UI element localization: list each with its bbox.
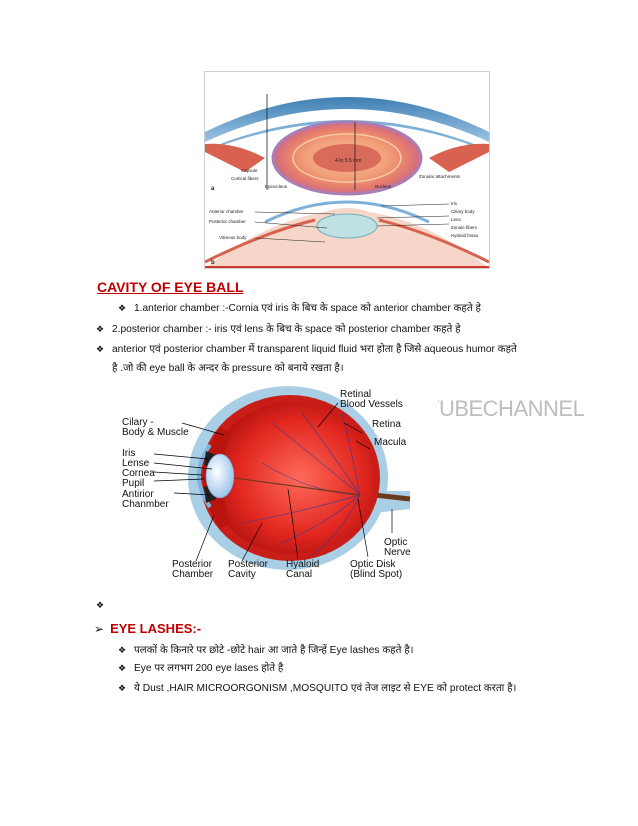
capsule-label: Capsule <box>241 168 258 173</box>
diamond-bullet-icon: ❖ <box>96 344 105 354</box>
empty-bullet: ❖ <box>96 598 112 613</box>
posterior-chamber-label: Posterior chamber <box>209 219 246 224</box>
retinal-label-2: Blood Vessels <box>340 399 403 410</box>
optic-nerve-label-1: Optic <box>384 537 407 548</box>
lashes-bullet-2-text: Eye पर लगभग 200 eye lases होते है <box>134 663 284 674</box>
ciliary-label-2: Body & Muscle <box>122 427 189 438</box>
macula-label: Macula <box>374 437 407 448</box>
cavity-bullet-1: ❖ 1.anterior chamber :-Cornia एवं iris के… <box>118 301 481 316</box>
cortical-label: Cortical fibers <box>231 176 259 181</box>
optic-nerve-label-2: Nerve <box>384 547 411 558</box>
lens-eye-shape <box>205 453 235 499</box>
cavity-heading: CAVITY OF EYE BALL <box>97 279 244 295</box>
lashes-bullet-2: ❖ Eye पर लगभग 200 eye lases होते है <box>118 661 283 676</box>
vitreous-body-label: Vitreous body <box>219 235 247 240</box>
lens-b-label: Lens <box>451 217 462 222</box>
optic-disk-label-1: Optic Disk <box>350 559 397 570</box>
zonule-fibers-label: Zonule fibers <box>451 225 478 230</box>
eye-diagram-figure: Cilary - Body & Muscle Iris Lense Cornea… <box>92 383 438 585</box>
retina-label: Retina <box>372 419 401 430</box>
cavity-bullet-1-text: 1.anterior chamber :-Cornia एवं iris के … <box>134 303 481 314</box>
diamond-bullet-icon: ❖ <box>118 303 127 313</box>
posterior-cavity-label-2: Cavity <box>228 569 256 580</box>
anterior-chamber-label: Anterior chamber <box>209 209 244 214</box>
posterior-cavity-label-1: Posterior <box>228 559 269 570</box>
panel-b-letter: b <box>211 260 215 266</box>
diamond-bullet-icon: ❖ <box>96 324 105 334</box>
iris-b-label: Iris <box>451 201 458 206</box>
anterior-label-2: Chanmber <box>122 499 169 510</box>
epinucleus-label: Epinucleus <box>265 184 288 189</box>
cornea-shape <box>205 97 489 142</box>
lashes-bullet-1-text: पलकों के किनारे पर छोटे -छोटे hair आ जात… <box>134 645 414 656</box>
ciliary-label-1: Cilary - <box>122 417 154 428</box>
eye-diagram-svg: Cilary - Body & Muscle Iris Lense Cornea… <box>122 386 411 580</box>
measure-label: 4 to 5.5 mm <box>335 158 361 164</box>
cornea-label: Cornea <box>122 468 155 479</box>
cavity-bullet-3-text: anterior एवं posterior chamber में trans… <box>112 344 517 355</box>
lens-b-shape <box>316 213 378 239</box>
cavity-bullet-2-text: 2.posterior chamber :- iris एवं lens के … <box>112 324 461 335</box>
lens-anatomy-svg: 4 to 5.5 mm Capsule Cortical fibers Epin… <box>205 72 489 268</box>
pupil-label: Pupil <box>122 478 144 489</box>
eye-lashes-title: EYE LASHES:- <box>110 621 202 636</box>
hyaloid-fossa-label: Hyaloid fossa <box>451 233 479 238</box>
hyaloid-canal-label-2: Canal <box>286 569 312 580</box>
nucleus-shape <box>313 144 381 172</box>
arrow-bullet-icon: ➢ <box>94 622 105 636</box>
diamond-bullet-icon: ❖ <box>118 645 127 655</box>
blood-vessels <box>241 412 361 556</box>
posterior-chamber-label-1: Posterior <box>172 559 213 570</box>
lens-anatomy-figure: 4 to 5.5 mm Capsule Cortical fibers Epin… <box>204 71 490 269</box>
watermark-right: TUBECHANNEL <box>426 396 585 421</box>
lashes-bullet-3: ❖ ये Dust ,HAIR MICROORGONISM ,MOSQUITO ए… <box>118 681 516 696</box>
hyaloid-canal-label-1: Hyaloid <box>286 559 319 570</box>
panel-a-letter: a <box>211 186 215 192</box>
cavity-bullet-3: ❖ anterior एवं posterior chamber में tran… <box>96 342 517 357</box>
retinal-label-1: Retinal <box>340 389 371 400</box>
diamond-bullet-icon: ❖ <box>118 663 127 673</box>
optic-disk-label-2: (Blind Spot) <box>350 569 402 580</box>
iris-right-shape <box>429 143 489 172</box>
lashes-bullet-3-text: ये Dust ,HAIR MICROORGONISM ,MOSQUITO एव… <box>134 683 517 694</box>
diamond-bullet-icon: ❖ <box>96 600 105 610</box>
ciliary-body-label: Ciliary body <box>451 209 475 214</box>
posterior-chamber-label-2: Chamber <box>172 569 214 580</box>
vitreous-shape <box>210 402 374 554</box>
lense-label: Lense <box>122 458 150 469</box>
cavity-bullet-3-continued: है .जो की eye ball के अन्दर के pressure … <box>112 363 344 374</box>
zonular-label: Zonular attachments <box>419 174 461 179</box>
iris-label: Iris <box>122 448 135 459</box>
diamond-bullet-icon: ❖ <box>118 683 127 693</box>
anterior-label-1: Antirior <box>122 489 154 500</box>
cavity-bullet-2: ❖ 2.posterior chamber :- iris एवं lens के… <box>96 322 461 337</box>
lashes-bullet-1: ❖ पलकों के किनारे पर छोटे -छोटे hair आ जा… <box>118 643 413 658</box>
nucleus-label: Nucleus <box>375 184 392 189</box>
eye-lashes-heading: ➢ EYE LASHES:- <box>94 621 201 636</box>
iris-left-shape <box>205 143 265 172</box>
